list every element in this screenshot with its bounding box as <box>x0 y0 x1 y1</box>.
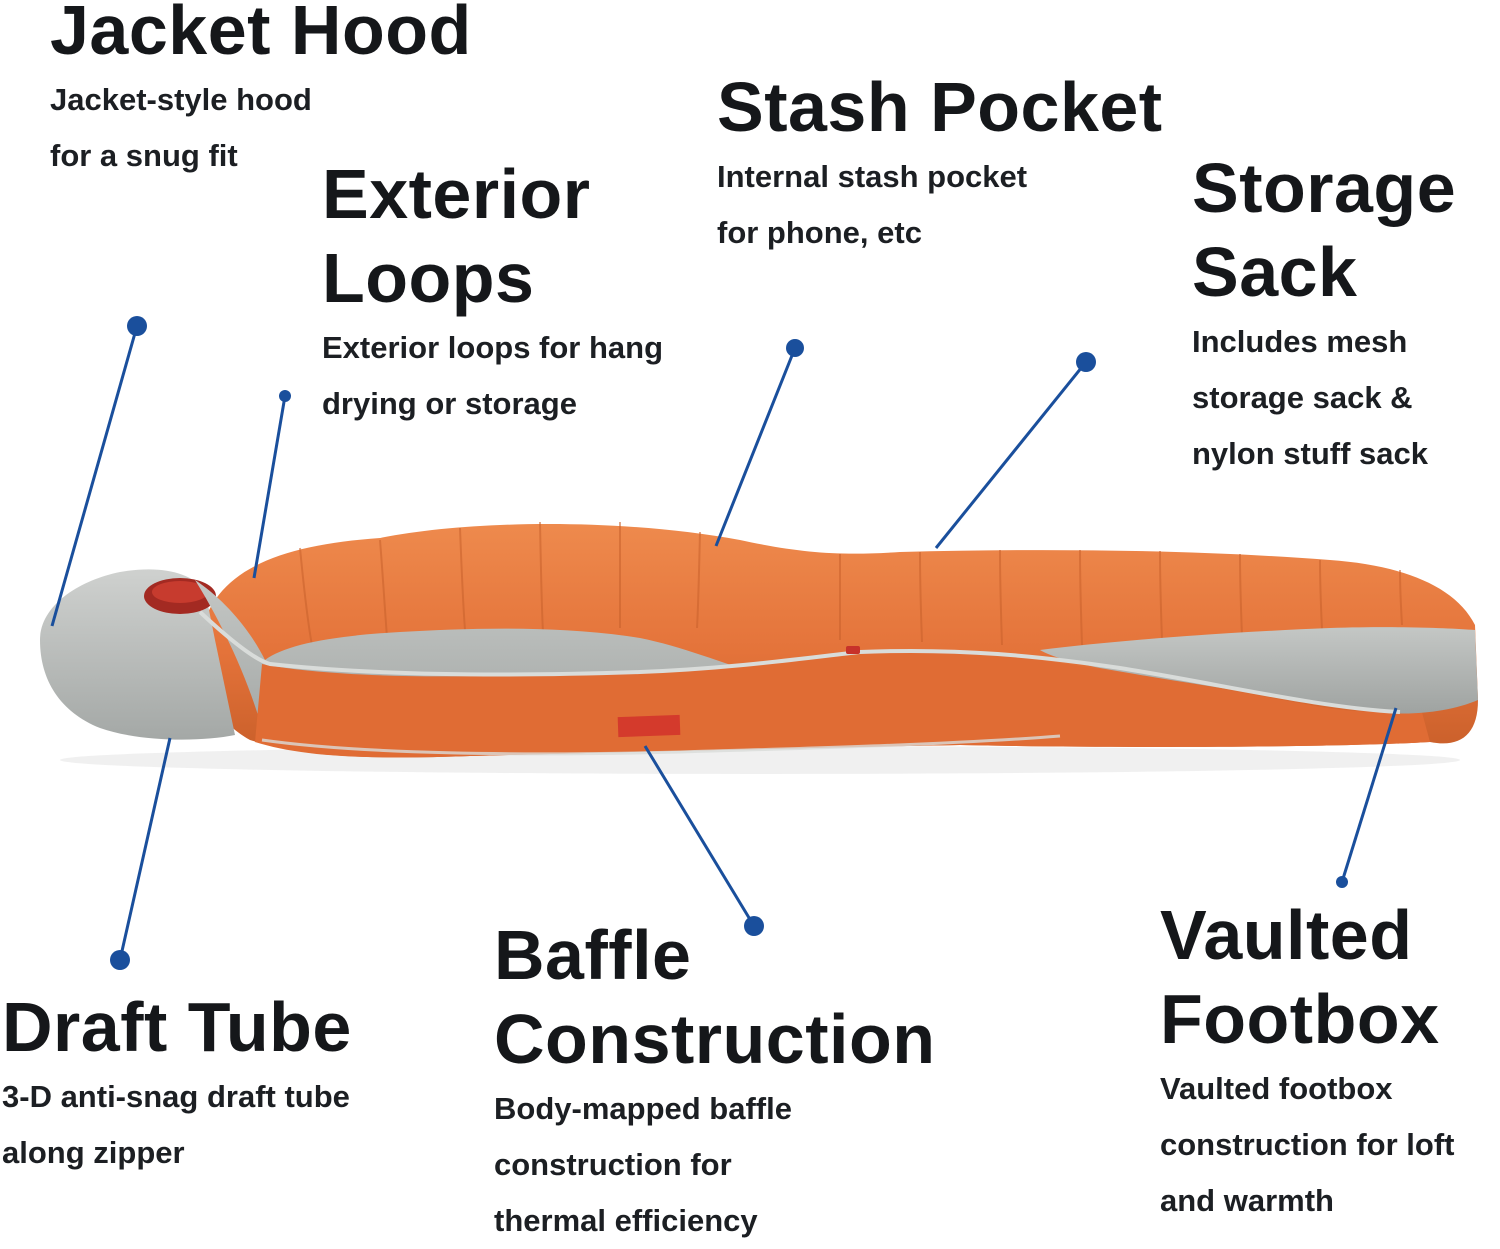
dot-stash-pocket <box>786 339 804 357</box>
leader-vaulted-footbox <box>1340 707 1398 883</box>
leader-draft-tube <box>118 737 172 961</box>
leader-jacket-hood <box>50 325 139 627</box>
leader-storage-sack <box>934 361 1088 549</box>
callout-description: Exterior loops for hang drying or storag… <box>322 330 664 421</box>
callout-exterior-loops: Exterior Loops Exterior loops for hang d… <box>322 152 663 432</box>
callout-vaulted-footbox: Vaulted Footbox Vaulted footbox construc… <box>1160 893 1454 1229</box>
callout-storage-sack: Storage Sack Includes mesh storage sack … <box>1192 146 1456 482</box>
callout-title: Exterior Loops <box>322 155 591 317</box>
dot-jacket-hood <box>127 316 147 336</box>
bag-lower-flap <box>255 650 1430 758</box>
dot-storage-sack <box>1076 352 1096 372</box>
callout-title: Baffle Construction <box>494 916 936 1078</box>
callout-draft-tube: Draft Tube 3-D anti-snag draft tube alon… <box>2 985 352 1181</box>
dot-draft-tube <box>110 950 130 970</box>
zipper <box>198 610 1401 714</box>
brand-tag <box>617 714 681 738</box>
zipper-lining-right <box>1040 627 1478 714</box>
callout-title: Jacket Hood <box>50 0 472 69</box>
callout-description: Vaulted footbox construction for loft an… <box>1160 1071 1455 1218</box>
dot-exterior-loops <box>279 390 291 402</box>
callout-description: Includes mesh storage sack & nylon stuff… <box>1192 324 1428 471</box>
leader-exterior-loops <box>252 395 287 579</box>
callout-stash-pocket: Stash Pocket Internal stash pocket for p… <box>717 65 1163 261</box>
callout-description: Jacket-style hood for a snug fit <box>50 82 312 173</box>
callout-title: Stash Pocket <box>717 68 1163 146</box>
callout-description: Body-mapped baffle construction for ther… <box>494 1091 792 1238</box>
callout-title: Draft Tube <box>2 988 352 1066</box>
callout-title: Vaulted Footbox <box>1160 896 1440 1058</box>
callout-title: Storage Sack <box>1192 149 1457 311</box>
callout-jacket-hood: Jacket Hood Jacket-style hood for a snug… <box>50 0 472 184</box>
callout-description: 3-D anti-snag draft tube along zipper <box>2 1079 350 1170</box>
leader-baffle-construction <box>643 745 756 927</box>
dot-baffle-construction <box>744 916 764 936</box>
callout-baffle-construction: Baffle Construction Body-mapped baffle c… <box>494 913 936 1249</box>
dot-vaulted-footbox <box>1336 876 1348 888</box>
leader-stash-pocket <box>714 347 797 547</box>
callout-description: Internal stash pocket for phone, etc <box>717 159 1028 250</box>
